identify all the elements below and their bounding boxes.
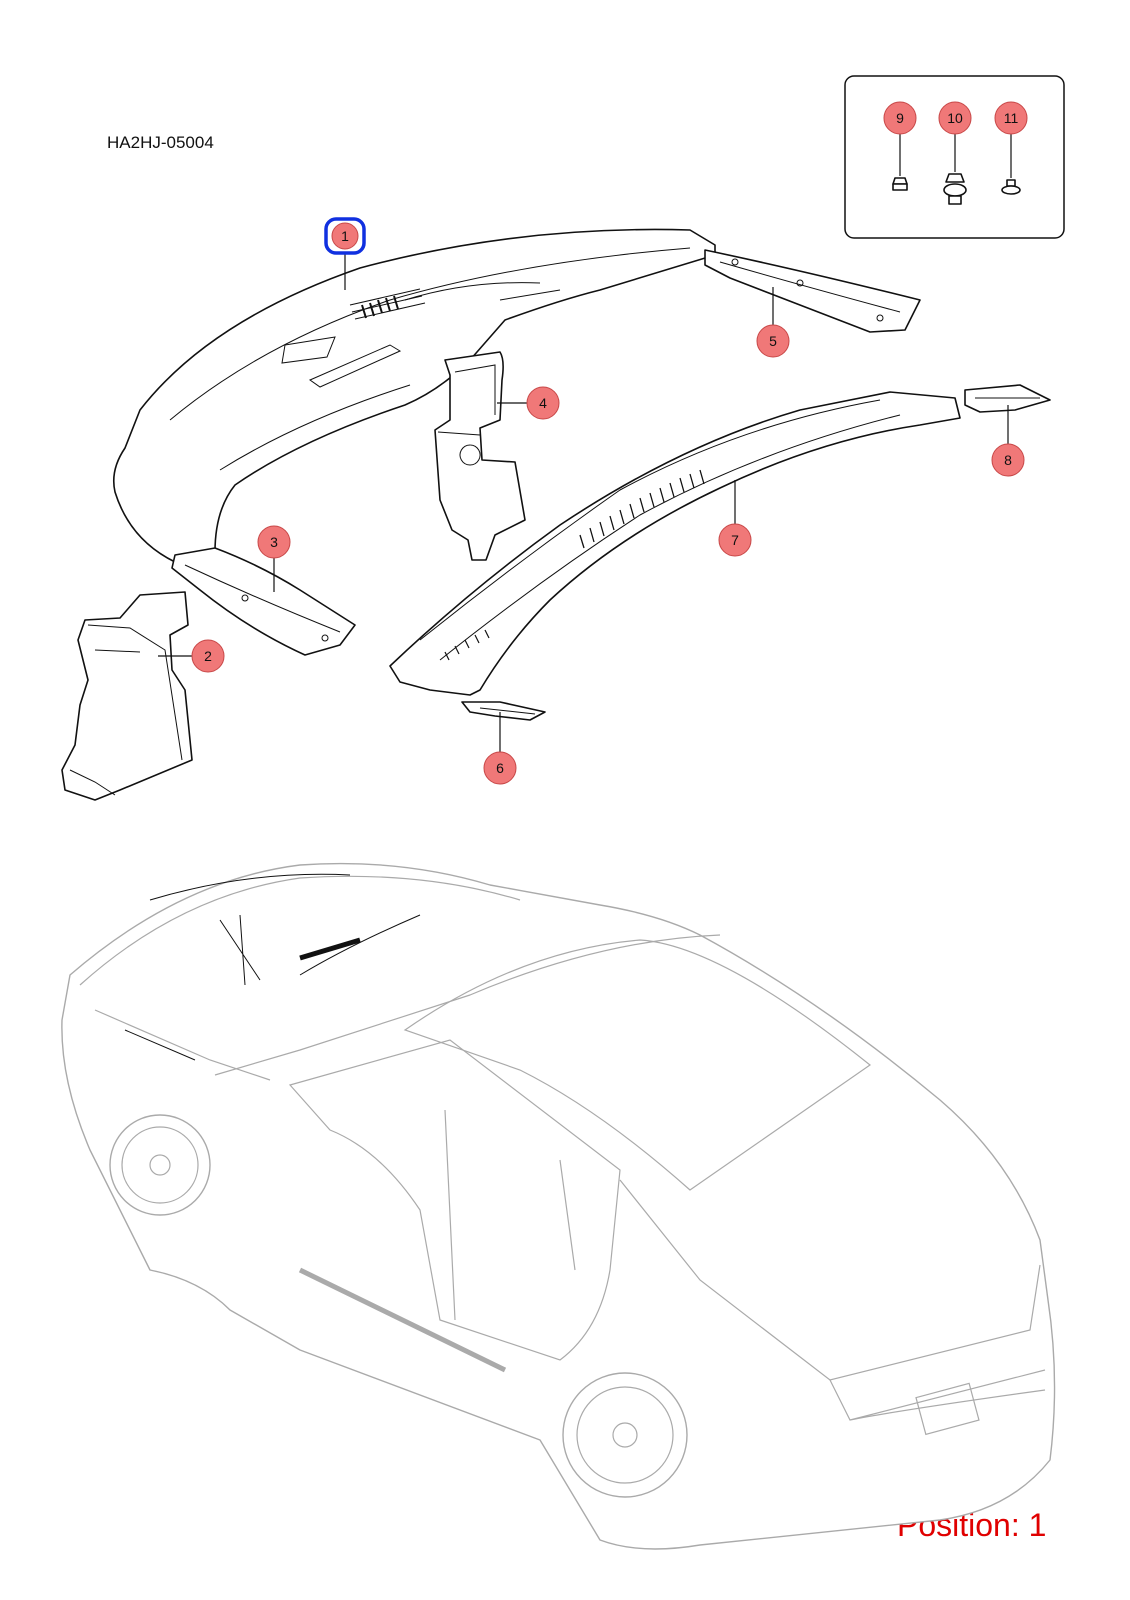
callout-bubble xyxy=(331,222,359,250)
callout-number: 11 xyxy=(1004,110,1019,126)
callout-9[interactable]: 9 xyxy=(883,101,917,135)
fastener-9-icon xyxy=(892,132,908,191)
fastener-10-icon xyxy=(943,132,967,205)
callout-6[interactable]: 6 xyxy=(483,751,517,785)
callout-4[interactable]: 4 xyxy=(526,386,560,420)
callout-7[interactable]: 7 xyxy=(718,523,752,557)
callout-number: 2 xyxy=(204,648,212,664)
callout-bubble xyxy=(191,639,225,673)
callout-markers: 1 2 3 4 5 6 7 8 9 10 11 xyxy=(191,101,1028,785)
callout-bubble xyxy=(257,525,291,559)
callout-number: 10 xyxy=(947,110,963,126)
part-4-bracket xyxy=(434,351,526,561)
callout-number: 6 xyxy=(496,760,504,776)
callout-bubble xyxy=(718,523,752,557)
callout-number: 9 xyxy=(896,110,904,126)
callout-10[interactable]: 10 xyxy=(938,101,972,135)
callout-bubble xyxy=(994,101,1028,135)
callout-bubble xyxy=(883,101,917,135)
callout-number: 7 xyxy=(731,532,739,548)
part-3-lower-strip xyxy=(171,547,356,656)
callout-8[interactable]: 8 xyxy=(991,443,1025,477)
part-5-side-strip xyxy=(704,249,921,333)
callout-bubble xyxy=(526,386,560,420)
callout-bubble xyxy=(938,101,972,135)
vehicle-overview-drawing xyxy=(61,862,1056,1550)
callout-number: 3 xyxy=(270,534,278,550)
part-2-side-bracket xyxy=(61,591,193,801)
part-6-end-cap xyxy=(461,701,546,721)
callout-3[interactable]: 3 xyxy=(257,525,291,559)
callout-bubble xyxy=(483,751,517,785)
callout-number: 5 xyxy=(769,333,777,349)
part-7-cowl-grille xyxy=(389,391,961,696)
callout-5[interactable]: 5 xyxy=(756,324,790,358)
callout-bubble xyxy=(756,324,790,358)
callout-number: 4 xyxy=(539,395,547,411)
callout-number: 1 xyxy=(341,228,349,244)
callout-1[interactable]: 1 xyxy=(324,217,366,255)
selected-callout-highlight xyxy=(324,217,366,255)
callout-number: 8 xyxy=(1004,452,1012,468)
diagram-code: HA2HJ-05004 xyxy=(107,133,214,152)
callout-2[interactable]: 2 xyxy=(191,639,225,673)
callout-11[interactable]: 11 xyxy=(994,101,1028,135)
leader-lines xyxy=(158,252,1009,753)
part-8-end-cap xyxy=(964,384,1051,413)
fastener-11-icon xyxy=(1001,132,1021,195)
callout-bubble xyxy=(991,443,1025,477)
